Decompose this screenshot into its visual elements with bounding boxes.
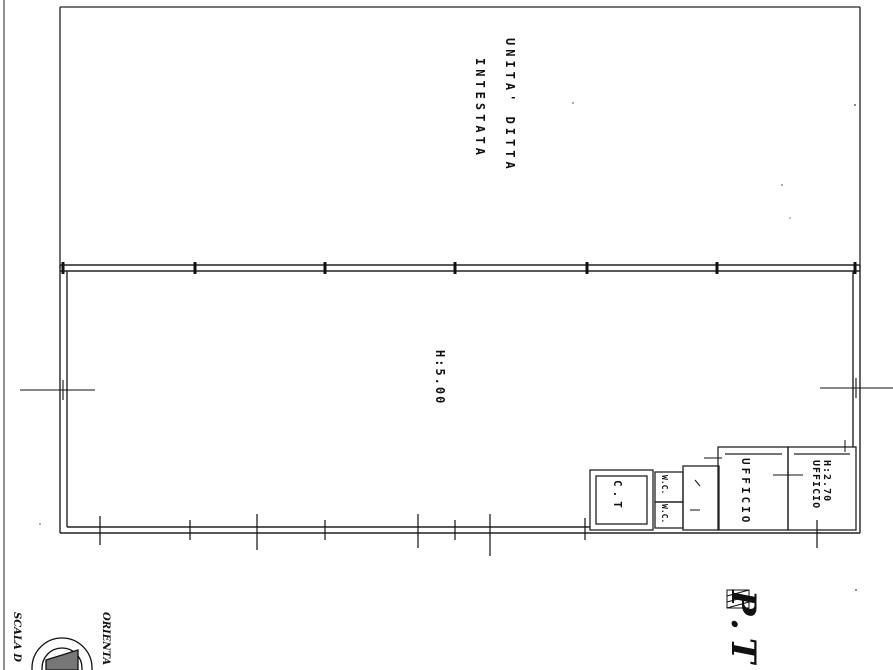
floor-mark-label: P.T — [723, 589, 763, 670]
wc-2-label: W.C. — [660, 504, 669, 523]
centrale-termica-label: C.T — [611, 480, 624, 512]
axis-lines — [20, 378, 893, 400]
office-2-label: UFFICIO — [810, 460, 821, 509]
upper-unit-label-line2: INTESTATA — [473, 58, 487, 159]
service-rooms-walls — [589, 446, 857, 531]
office-height-label: H:2.70 — [821, 460, 832, 502]
scan-specks — [39, 102, 857, 591]
scale-label: SCALA D — [11, 612, 22, 662]
main-hall-height-label: H:5.00 — [433, 350, 447, 405]
office-1-label: UFFICIO — [739, 458, 752, 525]
column-marks-top — [61, 262, 857, 274]
upper-unit-outline — [59, 6, 861, 268]
upper-unit-label-line1: UNITA' DITTA — [503, 38, 517, 173]
orientation-label: ORIENTA — [100, 612, 111, 665]
column-marks-bottom — [99, 514, 818, 556]
wc-1-label: W.C. — [660, 475, 669, 494]
main-hall-walls — [59, 264, 861, 534]
north-arrow-icon — [31, 637, 93, 670]
service-detail-marks — [690, 440, 846, 511]
floor-mark-hatch-icon — [726, 589, 750, 609]
